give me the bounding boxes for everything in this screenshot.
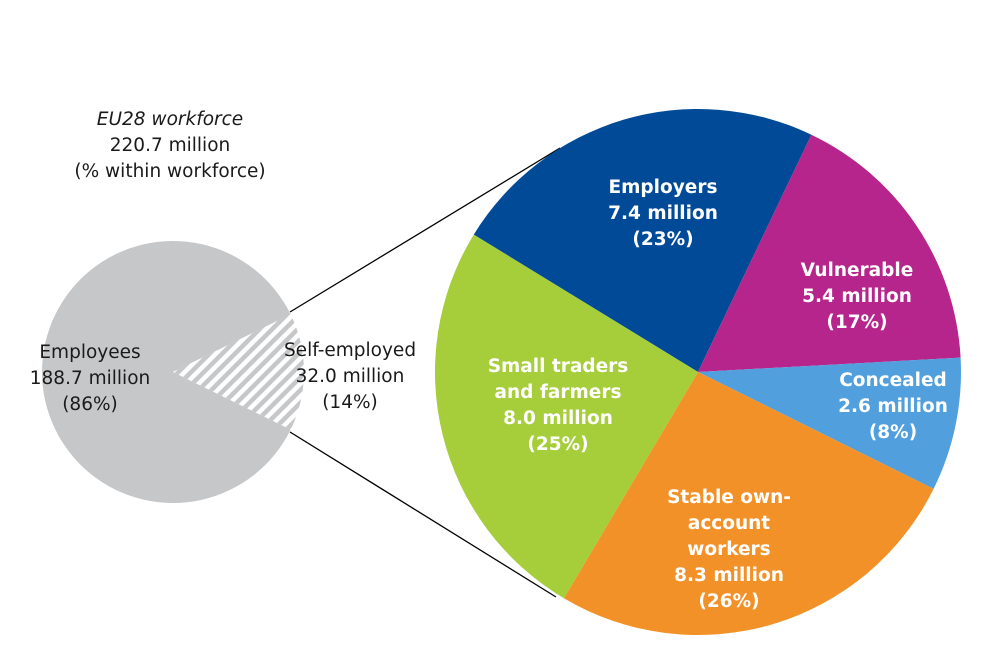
data-label-small-traders-and-farmers: (25%) bbox=[527, 434, 588, 455]
data-label-employees: (86%) bbox=[62, 394, 118, 415]
data-label-concealed: 2.6 million bbox=[838, 396, 948, 417]
data-label-concealed: Concealed bbox=[839, 370, 947, 391]
data-label-employers: (23%) bbox=[632, 229, 693, 250]
data-label-stable-own-account-workers: Stable own- bbox=[667, 487, 791, 508]
data-label-self-employed: 32.0 million bbox=[296, 366, 405, 387]
data-label-small-traders-and-farmers: Small traders bbox=[488, 356, 629, 377]
data-label-vulnerable: (17%) bbox=[826, 312, 887, 333]
pie-slice-concealed bbox=[698, 357, 961, 489]
pie-slice-employees bbox=[42, 241, 291, 503]
data-label-employers: Employers bbox=[609, 177, 718, 198]
pie-slice-small-traders-and-farmers bbox=[435, 234, 698, 599]
data-label-concealed: (8%) bbox=[869, 422, 917, 443]
chart-title: EU28 workforce bbox=[97, 109, 243, 130]
data-label-small-traders-and-farmers: and farmers bbox=[495, 382, 622, 403]
data-label-stable-own-account-workers: 8.3 million bbox=[674, 565, 784, 586]
data-label-self-employed: Self-employed bbox=[284, 340, 416, 361]
data-label-employees: 188.7 million bbox=[30, 368, 150, 389]
workforce-pie bbox=[42, 241, 305, 503]
pie-slice-self-employed bbox=[173, 314, 305, 430]
connector-lines bbox=[289, 147, 561, 598]
chart-subtitle-total: 220.7 million bbox=[110, 135, 230, 156]
connector-line-bottom bbox=[289, 431, 557, 598]
self-employed-breakdown-pie bbox=[435, 109, 961, 635]
data-label-stable-own-account-workers: (26%) bbox=[698, 591, 759, 612]
data-label-small-traders-and-farmers: 8.0 million bbox=[503, 408, 613, 429]
data-label-employers: 7.4 million bbox=[608, 203, 718, 224]
data-label-employees: Employees bbox=[39, 342, 140, 363]
pie-slice-stable-own-account-workers bbox=[563, 372, 934, 635]
pie-slice-employers bbox=[473, 109, 812, 373]
connector-line-top bbox=[289, 147, 561, 313]
data-label-vulnerable: Vulnerable bbox=[801, 260, 914, 281]
data-label-stable-own-account-workers: workers bbox=[687, 539, 770, 560]
data-label-vulnerable: 5.4 million bbox=[802, 286, 912, 307]
pie-slice-vulnerable bbox=[698, 134, 961, 372]
data-label-self-employed: (14%) bbox=[322, 392, 378, 413]
data-label-stable-own-account-workers: account bbox=[688, 513, 770, 534]
chart-subtitle-note: (% within workforce) bbox=[74, 161, 265, 182]
